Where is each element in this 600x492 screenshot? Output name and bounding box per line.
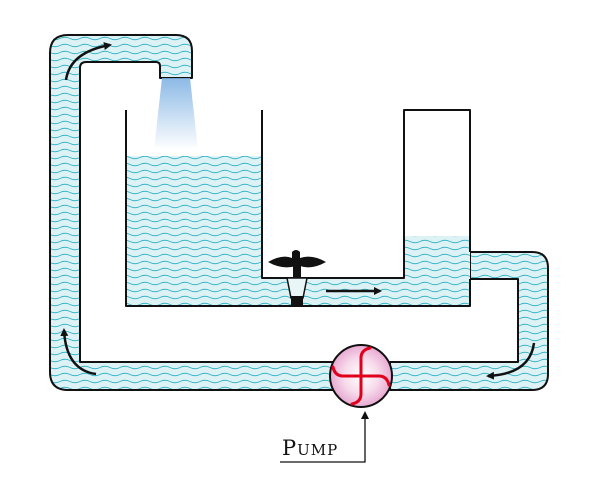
flow-arrow-bottom-left	[60, 328, 97, 376]
pump-label-leader	[280, 411, 369, 463]
pump-label: Pump	[282, 436, 338, 460]
circulation-pipe	[49, 34, 334, 391]
flow-arrow-right-return	[486, 342, 536, 380]
swastika-rotor-pump-icon[interactable]	[329, 344, 393, 408]
water-spray	[154, 78, 198, 150]
left-tank-water	[126, 156, 262, 306]
flow-arrow-top-left	[64, 42, 112, 81]
right-tank-water	[404, 236, 470, 306]
tap-valve-icon[interactable]	[268, 250, 326, 306]
return-pipe	[389, 251, 549, 391]
